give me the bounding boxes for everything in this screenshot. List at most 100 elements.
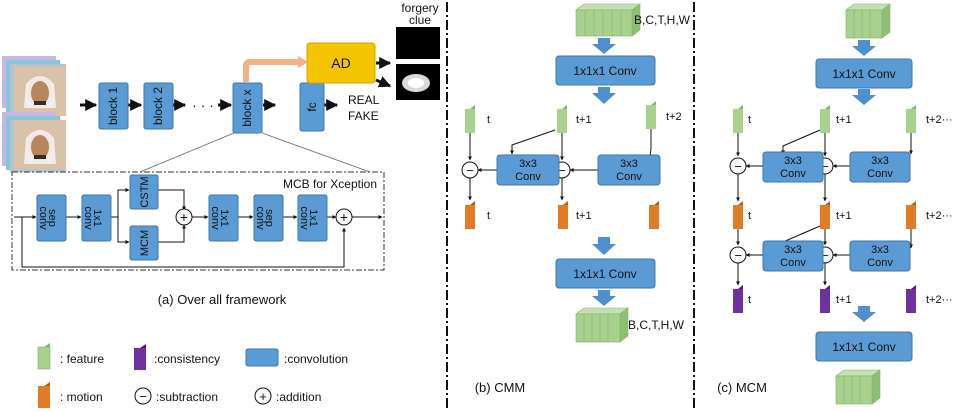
svg-text:t+2···: t+2···: [926, 114, 953, 126]
svg-text:3x3: 3x3: [784, 244, 802, 256]
legend-subtraction-label: :subtraction: [156, 390, 218, 404]
legend-subtraction-icon: −: [134, 387, 152, 405]
mcm-output-feature-stack: [835, 369, 881, 405]
cmm-block-arrow-2: [592, 87, 616, 104]
mcm-conv1x1x1-bottom: 1x1x1 Conv: [815, 331, 913, 362]
mcm-feature-t2: [906, 105, 916, 133]
svg-text:Conv: Conv: [616, 171, 642, 183]
svg-text:conv: conv: [298, 206, 310, 230]
mcm-subtraction-1: −: [729, 157, 747, 175]
svg-text:t+1: t+1: [576, 114, 592, 126]
svg-text:t+2···: t+2···: [926, 294, 953, 306]
svg-text:−: −: [139, 389, 147, 404]
forgery-clue-map-white: [396, 64, 440, 100]
mcm-conv3x3-1: 3x3 Conv: [762, 151, 824, 183]
svg-text:1x1x1 Conv: 1x1x1 Conv: [573, 267, 636, 281]
svg-text:1x1x1 Conv: 1x1x1 Conv: [832, 67, 895, 81]
mcm-block-arrow-1: [852, 40, 876, 56]
pipeline-arrows: [80, 57, 392, 111]
block-2: block 2: [143, 82, 174, 130]
legend: : feature :consistency :convolution : mo…: [37, 343, 348, 408]
cmm-output-feature-stack: [575, 307, 629, 343]
svg-text:−: −: [821, 248, 829, 263]
svg-text:+: +: [340, 209, 348, 225]
caption-a: (a) Over all framework: [158, 292, 287, 307]
svg-text:1x1: 1x1: [307, 209, 319, 227]
legend-feature-icon: [37, 343, 51, 370]
legend-convolution-icon: [245, 348, 279, 367]
legend-feature-label: : feature: [60, 352, 104, 366]
panel-a: block 1 block 2 · · · block x fc AD forg…: [2, 1, 440, 307]
svg-text:Conv: Conv: [780, 257, 806, 269]
fake-label: FAKE: [348, 109, 379, 123]
mcb-flow: [14, 188, 383, 268]
svg-text:3x3: 3x3: [871, 244, 889, 256]
svg-text:conv: conv: [37, 206, 49, 230]
caption-c: (c) MCM: [717, 380, 767, 395]
fc-label: fc: [305, 102, 319, 111]
mcm-block-arrow-2: [852, 89, 876, 105]
mcb-conv1x1-3: 1x1 conv: [297, 194, 328, 242]
svg-text:1x1: 1x1: [91, 209, 103, 227]
mcm-subtraction-3: −: [729, 246, 747, 264]
zoom-line-left: [139, 132, 235, 173]
mcm-motion-t2: [906, 201, 916, 229]
mcb-frame: [11, 171, 385, 271]
block-1-label: block 1: [106, 87, 120, 125]
face-image-stack-top: [2, 56, 66, 116]
mcm-conv3x3-2: 3x3 Conv: [849, 151, 911, 183]
forgery-clue-label-1: forgery: [401, 1, 438, 15]
cmm-subtraction-1: −: [461, 161, 479, 179]
svg-text:3x3: 3x3: [519, 158, 537, 170]
svg-text:t+2: t+2: [666, 111, 682, 123]
svg-text:t: t: [487, 210, 490, 222]
svg-text:1x1x1 Conv: 1x1x1 Conv: [573, 64, 636, 78]
svg-text:Conv: Conv: [867, 168, 893, 180]
real-label: REAL: [348, 93, 380, 107]
cmm-feature-t: [465, 105, 475, 133]
svg-text:3x3: 3x3: [784, 155, 802, 167]
svg-text:t: t: [748, 210, 751, 222]
svg-text:Conv: Conv: [515, 171, 541, 183]
cmm-shape-top: B,C,T,H,W: [634, 13, 691, 27]
mcb-addition-2: +: [335, 208, 353, 226]
legend-convolution-label: :convolution: [284, 352, 348, 366]
mcm-consistency-t1: [820, 285, 830, 313]
svg-text:sep: sep: [46, 209, 58, 227]
mcm-conv3x3-4: 3x3 Conv: [849, 240, 911, 272]
mcm-input-feature-stack: [845, 3, 891, 39]
mcm-conv3x3-3: 3x3 Conv: [762, 240, 824, 272]
face-image-stack-bottom: [2, 112, 66, 172]
svg-text:sep: sep: [263, 209, 275, 227]
cmm-motion-t: [465, 201, 475, 229]
ellipsis-dots: · · ·: [192, 97, 214, 113]
svg-text:−: −: [558, 163, 566, 178]
svg-text:−: −: [466, 163, 474, 178]
mcb-conv1x1-2: 1x1 conv: [208, 194, 239, 242]
svg-text:Conv: Conv: [867, 257, 893, 269]
cmm-motion-t2: [649, 201, 659, 229]
mcb-sep-conv-2: sep conv: [253, 194, 284, 242]
fc-block: fc: [299, 82, 325, 132]
cmm-flow: [468, 129, 653, 201]
cmm-feature-t1: [557, 105, 567, 133]
svg-text:Conv: Conv: [780, 168, 806, 180]
block-x: block x: [232, 82, 263, 134]
mcm-feature-t1: [820, 105, 830, 133]
legend-motion-icon: [38, 382, 50, 408]
legend-addition-label: :addition: [276, 390, 321, 404]
cmm-conv3x3-2: 3x3 Conv: [597, 154, 661, 186]
mcm-motion-t: [733, 201, 743, 229]
cmm-conv1x1x1-bottom: 1x1x1 Conv: [555, 258, 656, 289]
legend-consistency-label: :consistency: [154, 352, 220, 366]
mcm-label: MCM: [139, 230, 151, 256]
legend-consistency-icon: [134, 344, 146, 370]
cmm-conv1x1x1-top: 1x1x1 Conv: [555, 55, 656, 86]
svg-text:t: t: [748, 114, 751, 126]
mcm-motion-t1: [820, 201, 830, 229]
mcm-block-arrow-3: [852, 306, 876, 322]
block-x-label: block x: [240, 89, 254, 126]
cmm-shape-bottom: B,C,T,H,W: [628, 318, 685, 332]
cmm-block-arrow-3: [592, 237, 616, 255]
